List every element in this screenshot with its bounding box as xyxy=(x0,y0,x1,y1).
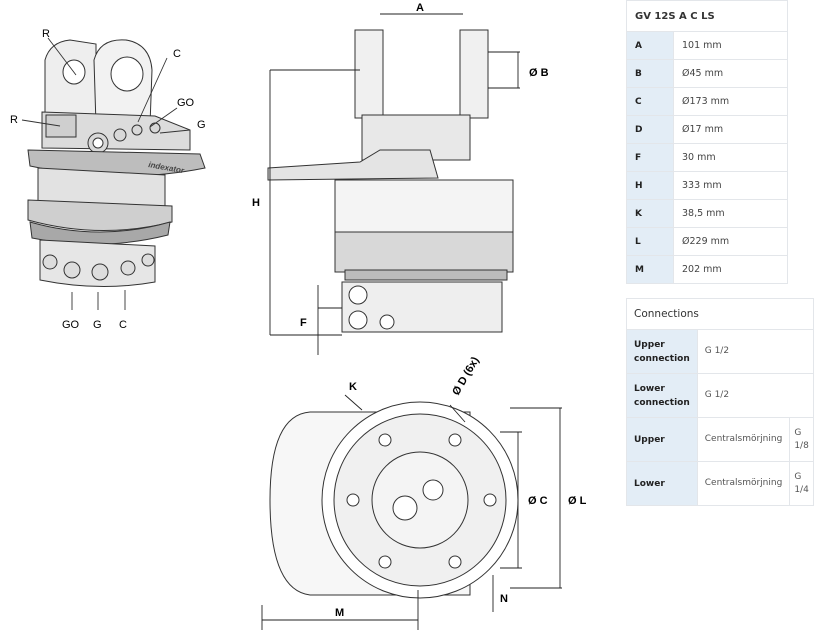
label-r-left: R xyxy=(10,114,18,126)
label-r-top: R xyxy=(42,28,50,40)
label-g-bottom: G xyxy=(93,319,102,331)
conn-row-upper: Upper Centralsmörjning G 1/8 xyxy=(626,417,814,462)
dim-label-a: A xyxy=(416,2,424,14)
label-g-right: G xyxy=(197,119,206,131)
conn-row-lower: Lower Centralsmörjning G 1/4 xyxy=(626,461,814,506)
dim-label-f: F xyxy=(300,317,307,329)
dim-label-d: Ø D (6x) xyxy=(450,355,482,398)
dim-label-c: Ø C xyxy=(528,495,548,507)
dim-label-k: K xyxy=(349,381,357,393)
label-go-bottom: GO xyxy=(62,319,80,331)
dim-label-h: H xyxy=(252,197,260,209)
spec-title: GV 12S A C LS xyxy=(626,0,788,32)
rotator-isometric-drawing: R C GO R G indexator GO G C xyxy=(10,28,206,331)
label-c-top: C xyxy=(173,48,181,60)
connections-table: Connections Upper connection G 1/2 Lower… xyxy=(626,298,814,506)
connections-title: Connections xyxy=(626,298,814,330)
label-go-top: GO xyxy=(177,97,195,109)
rotator-top-view-drawing: K Ø D (6x) Ø C Ø L M N xyxy=(261,355,587,630)
conn-row-upper-connection: Upper connection G 1/2 xyxy=(626,329,814,374)
dim-label-b: Ø B xyxy=(529,67,549,79)
dim-label-n: N xyxy=(500,593,508,605)
label-c-bottom: C xyxy=(119,319,127,331)
conn-row-lower-connection: Lower connection G 1/2 xyxy=(626,373,814,418)
dim-label-l: Ø L xyxy=(568,495,587,507)
rotator-side-view-drawing: A Ø B H F xyxy=(252,2,549,355)
dim-label-m: M xyxy=(335,607,344,619)
